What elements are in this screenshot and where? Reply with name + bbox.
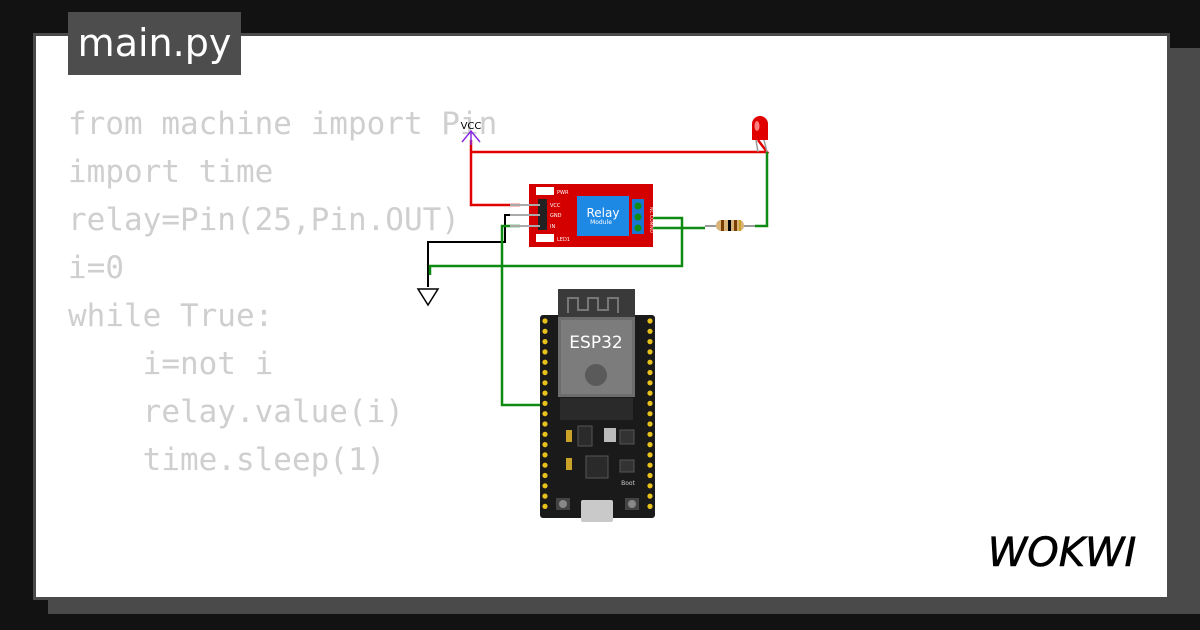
relay-pin-gnd: GND	[550, 213, 562, 219]
vcc-symbol[interactable]: VCC	[461, 121, 482, 145]
header-pin[interactable]	[542, 359, 548, 365]
ground-symbol[interactable]	[416, 288, 440, 307]
wire-vcc-red[interactable]	[469, 140, 520, 207]
code-line: import time	[68, 154, 274, 190]
header-pin[interactable]	[647, 359, 653, 365]
esp32-label: ESP32	[569, 333, 622, 353]
relay-pin-in: IN	[550, 224, 555, 230]
header-pin[interactable]	[542, 380, 548, 386]
header-pin[interactable]	[647, 431, 653, 437]
header-pin[interactable]	[647, 328, 653, 334]
header-pin[interactable]	[647, 421, 653, 427]
relay-module[interactable]: PWR LED1 VCC GND IN Relay Module NC COM …	[510, 184, 654, 247]
header-pin[interactable]	[647, 442, 653, 448]
header-pin[interactable]	[647, 503, 653, 509]
header-pin[interactable]	[542, 318, 548, 324]
header-pin[interactable]	[647, 369, 653, 376]
file-tab[interactable]: main.py	[68, 12, 241, 75]
header-pin[interactable]	[647, 318, 653, 324]
header-pin[interactable]	[647, 452, 653, 458]
relay-title: Relay	[587, 206, 620, 220]
code-line: relay.value(i)	[68, 394, 404, 430]
header-pin[interactable]	[647, 483, 653, 489]
vcc-label: VCC	[461, 121, 482, 132]
wire-led-anode-red[interactable]	[471, 139, 770, 154]
header-pin[interactable]	[542, 400, 548, 406]
code-editor: from machine import Pin import time relay=…	[68, 100, 497, 484]
header-pin[interactable]	[647, 493, 653, 499]
code-line: while True:	[68, 298, 274, 334]
header-pin[interactable]	[542, 431, 548, 437]
header-pin[interactable]	[542, 483, 548, 489]
header-pin[interactable]	[647, 349, 653, 355]
header-pin[interactable]	[542, 369, 548, 376]
header-pin[interactable]	[542, 339, 548, 345]
code-line: i=0	[68, 250, 124, 286]
esp32-left-header	[542, 318, 548, 509]
wokwi-logo-text: WOKWI	[988, 530, 1137, 576]
header-pin[interactable]	[647, 380, 653, 386]
header-pin[interactable]	[647, 462, 653, 468]
header-pin[interactable]	[647, 472, 653, 479]
header-pin[interactable]	[647, 411, 653, 417]
esp32-boot-label: Boot	[621, 480, 635, 487]
wire-com-green[interactable]	[428, 216, 684, 275]
code-line: time.sleep(1)	[68, 442, 386, 478]
code-line: i=not i	[68, 346, 274, 382]
resistor[interactable]	[705, 220, 755, 231]
header-pin[interactable]	[542, 349, 548, 355]
header-pin[interactable]	[542, 503, 548, 509]
relay-led-label: LED1	[557, 237, 570, 243]
wire-resistor-led-green[interactable]	[755, 152, 769, 228]
header-pin[interactable]	[542, 472, 548, 479]
relay-pin-com: COM	[648, 215, 654, 226]
header-pin[interactable]	[542, 452, 548, 458]
header-pin[interactable]	[647, 390, 653, 396]
header-pin[interactable]	[542, 390, 548, 396]
header-pin[interactable]	[542, 328, 548, 334]
header-pin[interactable]	[542, 493, 548, 499]
header-pin[interactable]	[542, 442, 548, 448]
header-pin[interactable]	[647, 400, 653, 406]
relay-pin-no: NO	[648, 226, 654, 233]
header-pin[interactable]	[542, 411, 548, 417]
code-line: relay=Pin(25,Pin.OUT)	[68, 202, 460, 238]
relay-subtitle: Module	[590, 219, 612, 226]
code-line: from machine import Pin	[68, 106, 498, 142]
esp32-board[interactable]: ESP32 Boot	[540, 289, 655, 522]
relay-pin-nc: NC	[648, 207, 654, 214]
relay-pwr-label: PWR	[557, 190, 569, 196]
header-pin[interactable]	[542, 421, 548, 427]
wokwi-logo[interactable]: WOKWI	[975, 528, 1150, 576]
wire-in-green[interactable]	[500, 224, 543, 407]
header-pin[interactable]	[542, 462, 548, 468]
header-pin[interactable]	[647, 339, 653, 345]
relay-pin-vcc: VCC	[550, 203, 561, 209]
red-led[interactable]	[752, 116, 768, 153]
esp32-right-header	[647, 318, 653, 509]
